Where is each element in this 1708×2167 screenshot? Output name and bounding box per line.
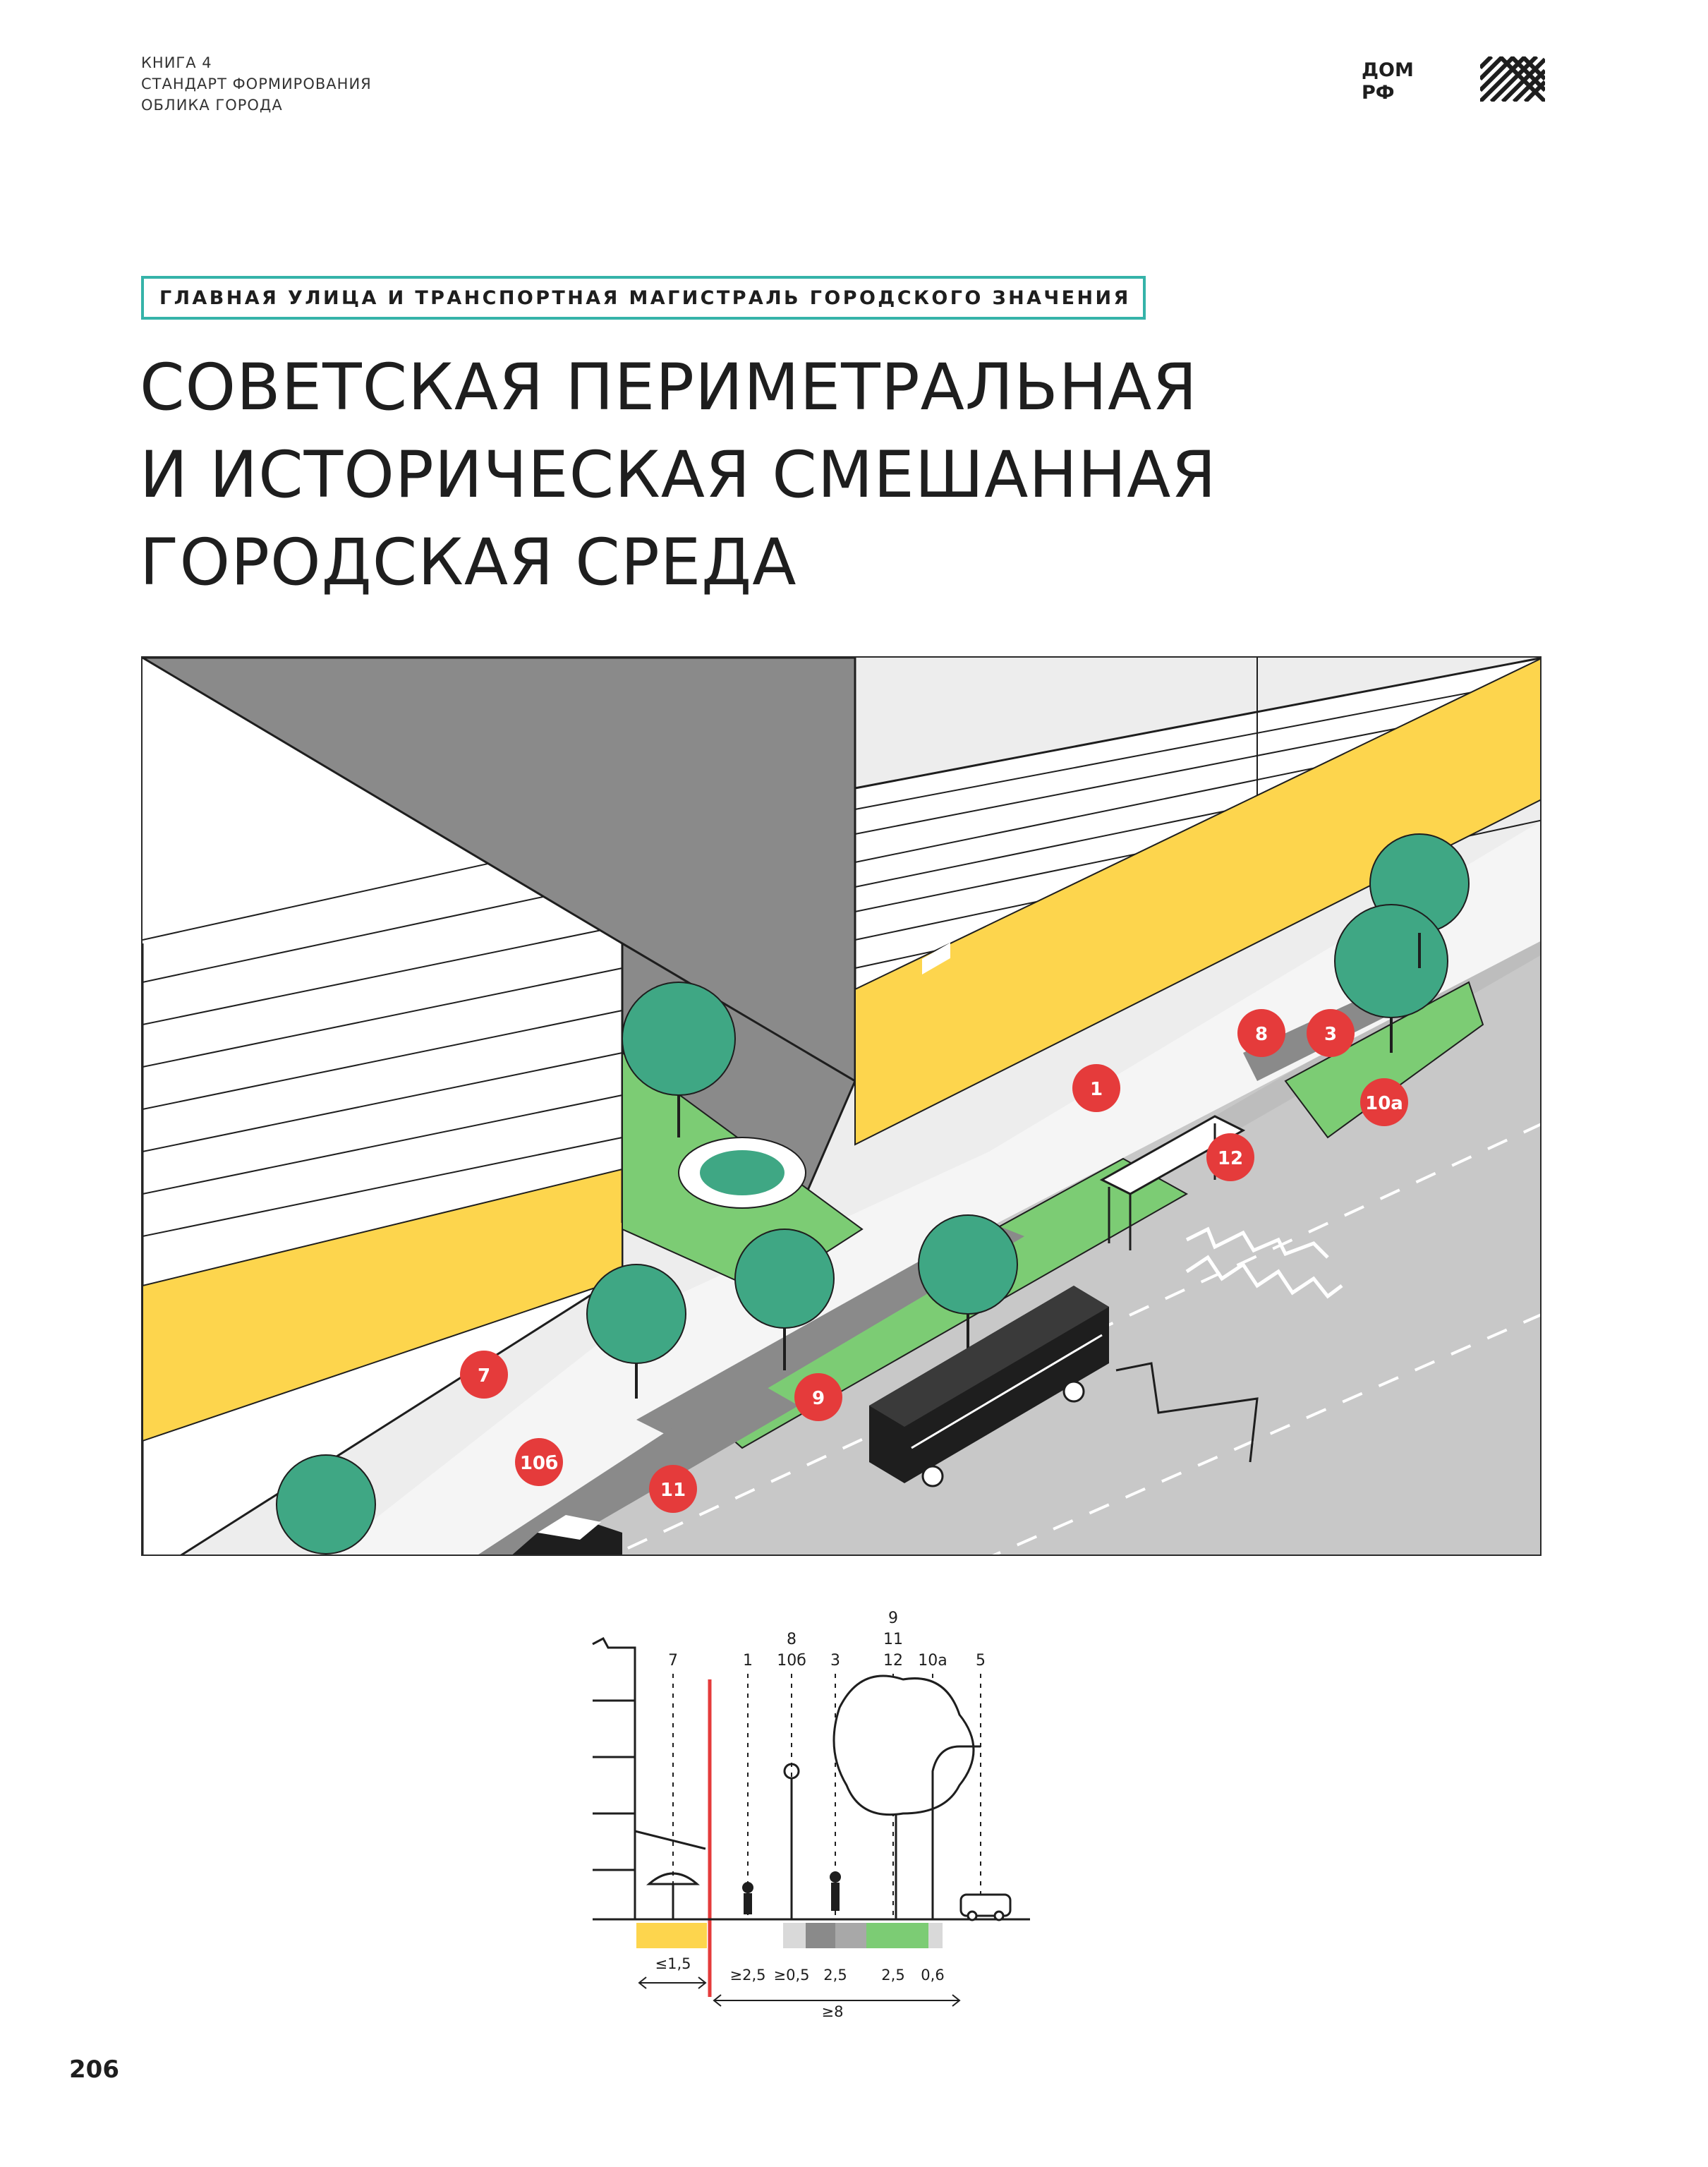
section-label: 9	[888, 1610, 898, 1627]
tree-icon	[832, 1674, 975, 1919]
logo-rf-text: РФ	[1362, 82, 1395, 103]
section-label: 1	[743, 1652, 753, 1670]
dimension-label: ≥2,5	[730, 1967, 766, 1984]
pedestrian-icon	[744, 1893, 752, 1914]
section-label: 10а	[918, 1652, 947, 1670]
marker-9: 9	[794, 1373, 842, 1421]
dimension-total: ≥8	[822, 2003, 844, 2020]
band-green	[866, 1923, 928, 1948]
pattern-logo	[1480, 56, 1545, 102]
title-line: ГОРОДСКАЯ СРЕДА	[140, 526, 797, 600]
marker-label: 1	[1090, 1079, 1103, 1100]
band-light	[783, 1923, 806, 1948]
dimension-label: 2,5	[823, 1967, 847, 1984]
book-line: СТАНДАРТ ФОРМИРОВАНИЯ	[141, 76, 372, 92]
marker-label: 10б	[520, 1453, 558, 1474]
sidewalk	[329, 821, 1540, 1555]
marker-label: 11	[660, 1480, 686, 1501]
marker-10b: 10б	[515, 1438, 563, 1486]
marker-label: 10а	[1365, 1093, 1403, 1114]
title-line: И ИСТОРИЧЕСКАЯ СМЕШАННАЯ	[140, 438, 1217, 512]
umbrella-icon	[646, 1872, 700, 1919]
right-building	[854, 658, 1540, 1146]
section-label: 5	[976, 1652, 986, 1670]
car	[512, 1515, 622, 1555]
marker-1: 1	[1072, 1064, 1120, 1112]
marker-label: 9	[812, 1388, 825, 1409]
dimension-label: ≤1,5	[655, 1955, 691, 1972]
marker-label: 12	[1218, 1148, 1243, 1169]
illustration-svg: 1 3 7 8 9 10а 10б 11	[143, 658, 1540, 1555]
band-light	[928, 1923, 943, 1948]
band-yellow	[636, 1923, 707, 1948]
category-label: ГЛАВНАЯ УЛИЦА И ТРАНСПОРТНАЯ МАГИСТРАЛЬ …	[141, 276, 1146, 320]
section-label: 7	[668, 1652, 678, 1670]
marker-label: 7	[478, 1365, 490, 1387]
logo-dom-text: ДОМ	[1362, 59, 1414, 81]
section-label: 3	[830, 1652, 840, 1670]
parking	[478, 1377, 799, 1555]
bus	[869, 942, 1109, 1487]
section-label: 11	[883, 1631, 903, 1648]
book-line: ОБЛИКА ГОРОДА	[141, 97, 283, 114]
title-line: СОВЕТСКАЯ ПЕРИМЕТРАЛЬНАЯ	[140, 351, 1198, 425]
dimension-label: 2,5	[881, 1967, 904, 1984]
section-label: 12	[883, 1652, 903, 1670]
marker-10a: 10а	[1360, 1078, 1408, 1126]
dimension-label: 0,6	[921, 1967, 944, 1984]
book-line: КНИГА 4	[141, 54, 212, 71]
cyclist-icon	[830, 1871, 841, 1883]
band-gray	[806, 1923, 835, 1948]
marker-11: 11	[649, 1465, 697, 1513]
street-lamp-icon	[931, 1745, 981, 1919]
car-icon	[959, 1893, 1012, 1921]
marker-8: 8	[1237, 1009, 1285, 1057]
book-header: КНИГА 4 СТАНДАРТ ФОРМИРОВАНИЯ ОБЛИКА ГОР…	[141, 52, 372, 116]
section-label: 10б	[777, 1652, 806, 1670]
marker-12: 12	[1206, 1133, 1254, 1181]
cross-section: 7 1 8 10б 3 9 11 12 10а 5	[592, 1610, 1030, 2020]
marker-3: 3	[1307, 1009, 1355, 1057]
street-illustration: 1 3 7 8 9 10а 10б 11	[141, 656, 1542, 1556]
pedestrian-icon	[742, 1882, 753, 1893]
marker-label: 8	[1255, 1024, 1268, 1045]
band-gray	[835, 1923, 866, 1948]
marker-7: 7	[460, 1351, 508, 1399]
page-title: СОВЕТСКАЯ ПЕРИМЕТРАЛЬНАЯ И ИСТОРИЧЕСКАЯ …	[140, 344, 1217, 607]
dom-rf-logo: ДОМ РФ	[1362, 59, 1414, 103]
page-number: 206	[69, 2056, 119, 2084]
lamp-icon	[783, 1763, 800, 1919]
dimension-label: ≥0,5	[774, 1967, 810, 1984]
section-label: 8	[787, 1631, 797, 1648]
marker-label: 3	[1324, 1024, 1337, 1045]
cyclist-icon	[831, 1883, 840, 1911]
